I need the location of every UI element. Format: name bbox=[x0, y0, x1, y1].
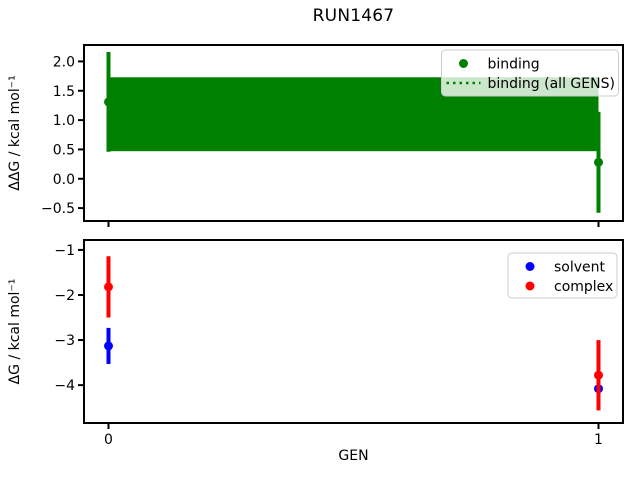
data-point-binding bbox=[594, 157, 603, 167]
y-axis-label: ΔG / kcal mol⁻¹ bbox=[7, 279, 23, 385]
y-axis-label: ΔΔG / kcal mol⁻¹ bbox=[7, 75, 23, 190]
legend-label: complex bbox=[554, 279, 613, 295]
legend-box bbox=[441, 49, 619, 97]
y-tick-label: 2.0 bbox=[53, 54, 75, 70]
data-point-solvent bbox=[104, 341, 113, 351]
axes-spines bbox=[83, 44, 624, 222]
y-tick-label: 0.5 bbox=[53, 142, 75, 158]
data-point-complex bbox=[594, 370, 603, 380]
legend-box bbox=[507, 252, 618, 299]
legend-marker-dot bbox=[459, 59, 468, 68]
y-tick-label: −2 bbox=[54, 288, 75, 304]
data-point-complex bbox=[104, 282, 113, 292]
axes-spines bbox=[83, 239, 624, 424]
x-tick-label: 1 bbox=[594, 432, 603, 448]
legend-label: solvent bbox=[554, 260, 606, 276]
legend-label: binding bbox=[488, 57, 540, 73]
y-tick-label: 0.0 bbox=[53, 172, 75, 188]
y-tick-label: −4 bbox=[54, 378, 75, 394]
y-tick-label: −1 bbox=[54, 243, 75, 259]
legend-marker-dot bbox=[525, 281, 535, 291]
y-tick-label: −0.5 bbox=[41, 201, 75, 217]
x-tick-label: 0 bbox=[104, 432, 113, 448]
y-tick-label: −3 bbox=[54, 333, 75, 349]
y-tick-label: 1.5 bbox=[53, 84, 75, 100]
legend-label: binding (all GENS) bbox=[488, 76, 615, 92]
legend-marker-dot bbox=[525, 262, 535, 271]
x-axis-label: GEN bbox=[338, 448, 368, 464]
y-tick-label: 1.0 bbox=[53, 113, 75, 129]
figure-title: RUN1467 bbox=[312, 6, 395, 26]
